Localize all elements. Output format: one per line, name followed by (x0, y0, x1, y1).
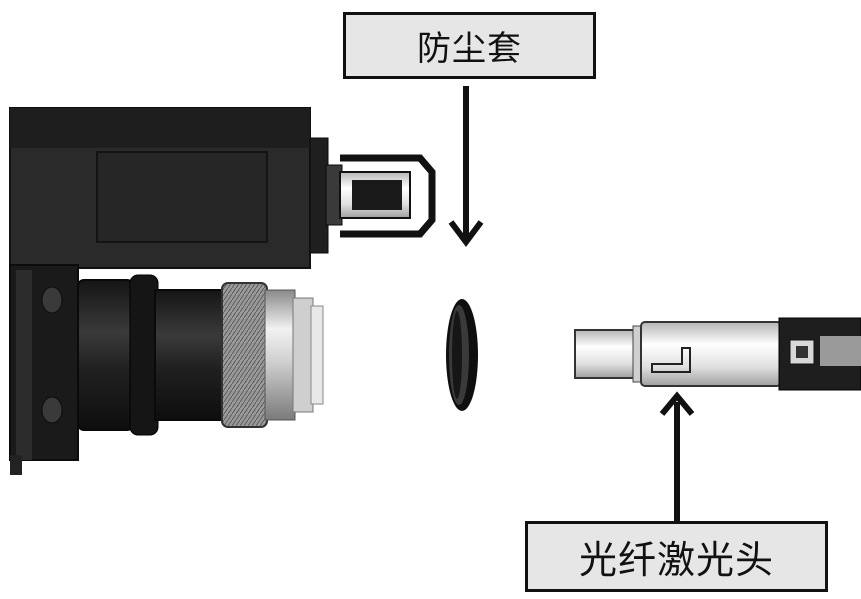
fiber-laser-head-label: 光纤激光头 (525, 521, 828, 592)
dust-cover-label: 防尘套 (343, 12, 596, 79)
arrow-down (448, 86, 484, 247)
lens-barrel (77, 274, 324, 436)
dust-cover-ring (446, 299, 478, 411)
fiber-laser-head-label-text: 光纤激光头 (578, 538, 774, 582)
laser-head-housing (9, 107, 311, 475)
fiber-connector-port (309, 137, 436, 254)
arrow-up (659, 391, 695, 522)
dust-cover-label-text: 防尘套 (417, 29, 522, 69)
fiber-laser-head (574, 317, 861, 391)
